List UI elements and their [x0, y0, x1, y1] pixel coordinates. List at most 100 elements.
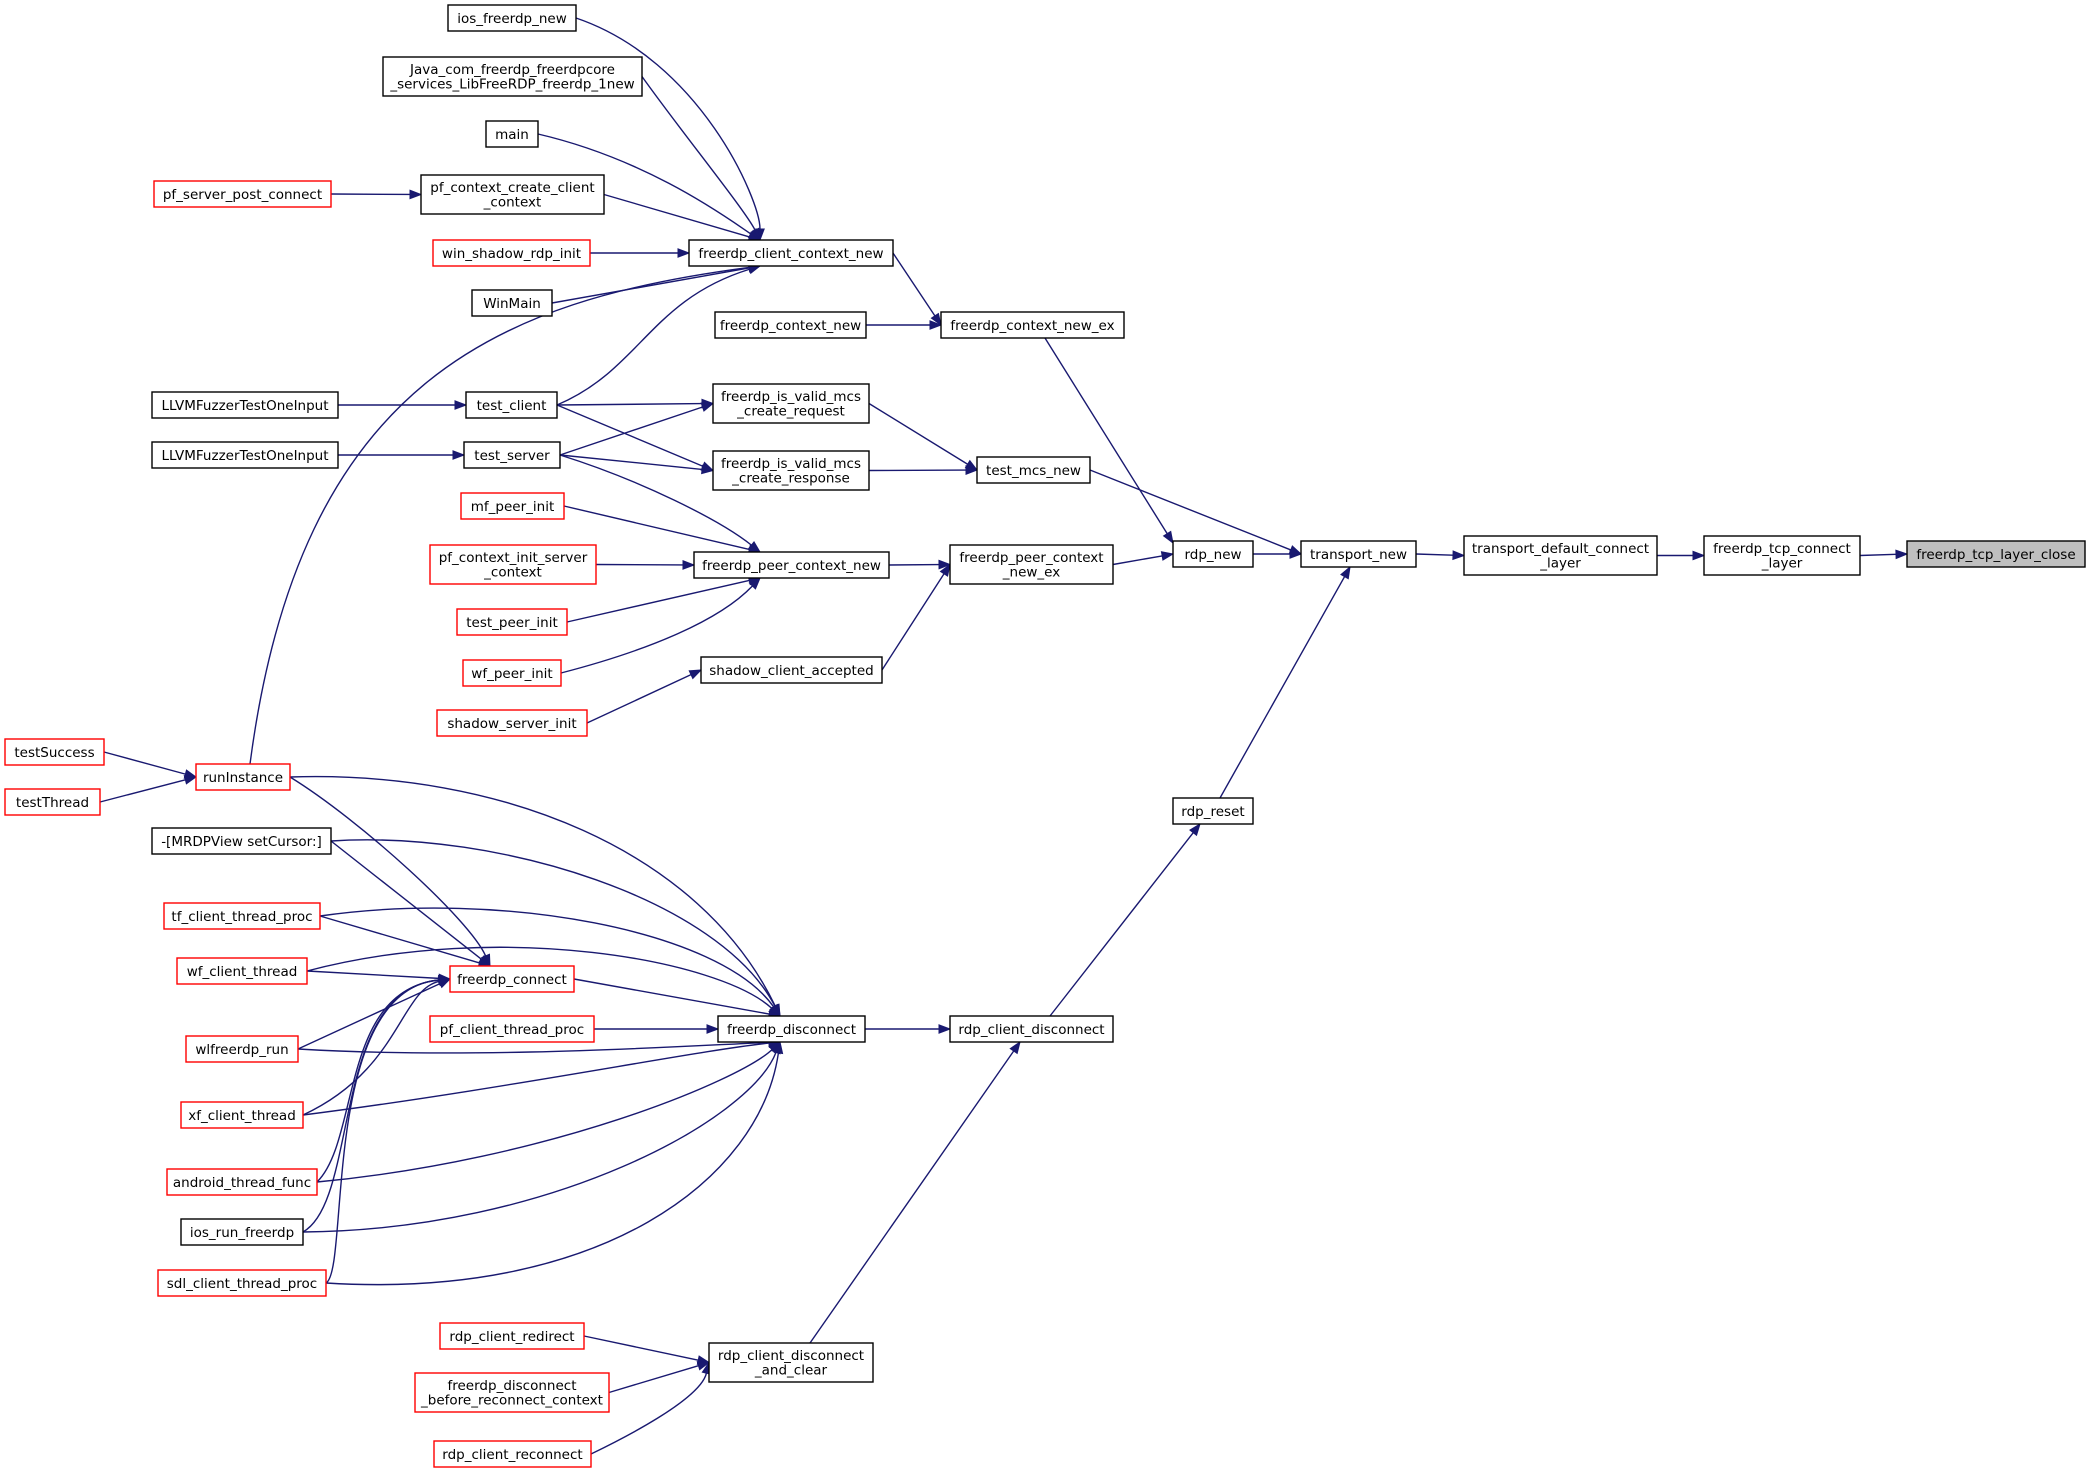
function-node-android[interactable]: android_thread_func	[166, 1168, 318, 1196]
node-box[interactable]	[447, 4, 577, 32]
node-box[interactable]	[456, 608, 568, 636]
function-node-ios-run[interactable]: ios_run_freerdp	[180, 1218, 304, 1246]
function-node-sdl-client[interactable]: sdl_client_thread_proc	[157, 1269, 327, 1297]
function-node-client-ctx-new[interactable]: freerdp_client_context_new	[688, 239, 894, 267]
node-box[interactable]	[180, 1218, 304, 1246]
node-box[interactable]	[1172, 540, 1254, 568]
function-node-valid-resp[interactable]: freerdp_is_valid_mcs_create_response	[712, 450, 870, 491]
function-node-xf-client[interactable]: xf_client_thread	[180, 1101, 304, 1129]
function-node-test-client[interactable]: test_client	[465, 391, 558, 419]
node-box[interactable]	[940, 311, 1125, 339]
function-node-win-shadow[interactable]: win_shadow_rdp_init	[432, 239, 591, 267]
function-node-wlfreerdp[interactable]: wlfreerdp_run	[185, 1035, 299, 1063]
function-node-transport-new[interactable]: transport_new	[1300, 540, 1417, 568]
function-node-rdp-client-disconnect[interactable]: rdp_client_disconnect	[949, 1015, 1114, 1043]
function-node-wf-client[interactable]: wf_client_thread	[176, 957, 308, 985]
function-node-test-peer[interactable]: test_peer_init	[456, 608, 568, 636]
function-node-pf-cccc[interactable]: pf_context_create_client_context	[420, 174, 605, 215]
node-box[interactable]	[4, 738, 105, 766]
function-node-shadow-srv[interactable]: shadow_server_init	[436, 709, 588, 737]
node-box[interactable]	[195, 763, 291, 791]
node-box[interactable]	[429, 1015, 595, 1043]
node-box[interactable]	[436, 709, 588, 737]
function-node-shadow-accepted[interactable]: shadow_client_accepted	[700, 656, 883, 684]
node-box[interactable]	[712, 450, 870, 491]
function-node-test-mcs-new[interactable]: test_mcs_new	[976, 456, 1091, 484]
node-box[interactable]	[693, 551, 890, 579]
function-node-freerdp-disconnect[interactable]: freerdp_disconnect	[717, 1015, 866, 1043]
node-box[interactable]	[462, 659, 562, 687]
function-node-peer-ctx-new[interactable]: freerdp_peer_context_new	[693, 551, 890, 579]
function-node-pf-ctp[interactable]: pf_client_thread_proc	[429, 1015, 595, 1043]
node-box[interactable]	[439, 1322, 585, 1350]
node-box[interactable]	[151, 827, 332, 855]
node-box[interactable]	[700, 656, 883, 684]
node-box[interactable]	[151, 391, 339, 419]
function-node-pf-cisc[interactable]: pf_context_init_server_context	[429, 544, 597, 585]
node-box[interactable]	[449, 965, 575, 993]
node-box[interactable]	[1463, 535, 1658, 576]
function-node-testThread[interactable]: testThread	[4, 788, 101, 816]
function-node-rdp-cdac[interactable]: rdp_client_disconnect_and_clear	[708, 1342, 874, 1383]
node-box[interactable]	[471, 289, 553, 317]
function-node-mrdp[interactable]: -[MRDPView setCursor:]	[151, 827, 332, 855]
node-box[interactable]	[465, 391, 558, 419]
function-node-test-server[interactable]: test_server	[463, 441, 561, 469]
function-node-freerdp-connect[interactable]: freerdp_connect	[449, 965, 575, 993]
node-box[interactable]	[949, 544, 1114, 585]
function-node-tf-client[interactable]: tf_client_thread_proc	[163, 902, 321, 930]
node-box[interactable]	[420, 174, 605, 215]
function-node-mf-peer[interactable]: mf_peer_init	[460, 492, 565, 520]
node-box[interactable]	[180, 1101, 304, 1129]
node-box[interactable]	[157, 1269, 327, 1297]
function-node-llvm1[interactable]: LLVMFuzzerTestOneInput	[151, 391, 339, 419]
node-box[interactable]	[714, 311, 867, 339]
function-node-ctx-new[interactable]: freerdp_context_new	[714, 311, 867, 339]
function-node-testSuccess[interactable]: testSuccess	[4, 738, 105, 766]
function-node-rdp-redirect[interactable]: rdp_client_redirect	[439, 1322, 585, 1350]
node-box[interactable]	[976, 456, 1091, 484]
node-box[interactable]	[460, 492, 565, 520]
node-box[interactable]	[712, 383, 870, 424]
function-node-java-new[interactable]: Java_com_freerdp_freerdpcore_services_Li…	[382, 56, 643, 97]
function-node-wf-peer[interactable]: wf_peer_init	[462, 659, 562, 687]
node-box[interactable]	[4, 788, 101, 816]
node-box[interactable]	[382, 56, 643, 97]
function-node-rdp-reset[interactable]: rdp_reset	[1172, 797, 1254, 825]
function-node-focus[interactable]: freerdp_tcp_layer_close	[1906, 540, 2086, 568]
node-box[interactable]	[163, 902, 321, 930]
node-box[interactable]	[949, 1015, 1114, 1043]
function-node-winmain[interactable]: WinMain	[471, 289, 553, 317]
function-node-runInstance[interactable]: runInstance	[195, 763, 291, 791]
function-node-rdp-reconnect[interactable]: rdp_client_reconnect	[433, 1440, 592, 1468]
function-node-llvm2[interactable]: LLVMFuzzerTestOneInput	[151, 441, 339, 469]
node-box[interactable]	[485, 120, 539, 148]
function-node-rdp-new[interactable]: rdp_new	[1172, 540, 1254, 568]
node-box[interactable]	[153, 180, 332, 208]
node-box[interactable]	[717, 1015, 866, 1043]
node-box[interactable]	[151, 441, 339, 469]
node-box[interactable]	[708, 1342, 874, 1383]
node-box[interactable]	[1172, 797, 1254, 825]
node-box[interactable]	[414, 1372, 610, 1413]
function-node-tdcl[interactable]: transport_default_connect_layer	[1463, 535, 1658, 576]
node-box[interactable]	[185, 1035, 299, 1063]
function-node-pf-spc[interactable]: pf_server_post_connect	[153, 180, 332, 208]
node-box[interactable]	[1300, 540, 1417, 568]
function-node-fd-brc[interactable]: freerdp_disconnect_before_reconnect_cont…	[414, 1372, 610, 1413]
function-node-ctx-new-ex[interactable]: freerdp_context_new_ex	[940, 311, 1125, 339]
node-box[interactable]	[1703, 535, 1861, 576]
node-box[interactable]	[166, 1168, 318, 1196]
function-node-tcp-connect[interactable]: freerdp_tcp_connect_layer	[1703, 535, 1861, 576]
node-box[interactable]	[463, 441, 561, 469]
function-node-ios-freerdp-new[interactable]: ios_freerdp_new	[447, 4, 577, 32]
node-box[interactable]	[176, 957, 308, 985]
function-node-main[interactable]: main	[485, 120, 539, 148]
node-box[interactable]	[688, 239, 894, 267]
function-node-valid-req[interactable]: freerdp_is_valid_mcs_create_request	[712, 383, 870, 424]
node-box[interactable]	[1906, 540, 2086, 568]
node-box[interactable]	[433, 1440, 592, 1468]
function-node-peer-ctx-new-ex[interactable]: freerdp_peer_context_new_ex	[949, 544, 1114, 585]
node-box[interactable]	[429, 544, 597, 585]
node-box[interactable]	[432, 239, 591, 267]
